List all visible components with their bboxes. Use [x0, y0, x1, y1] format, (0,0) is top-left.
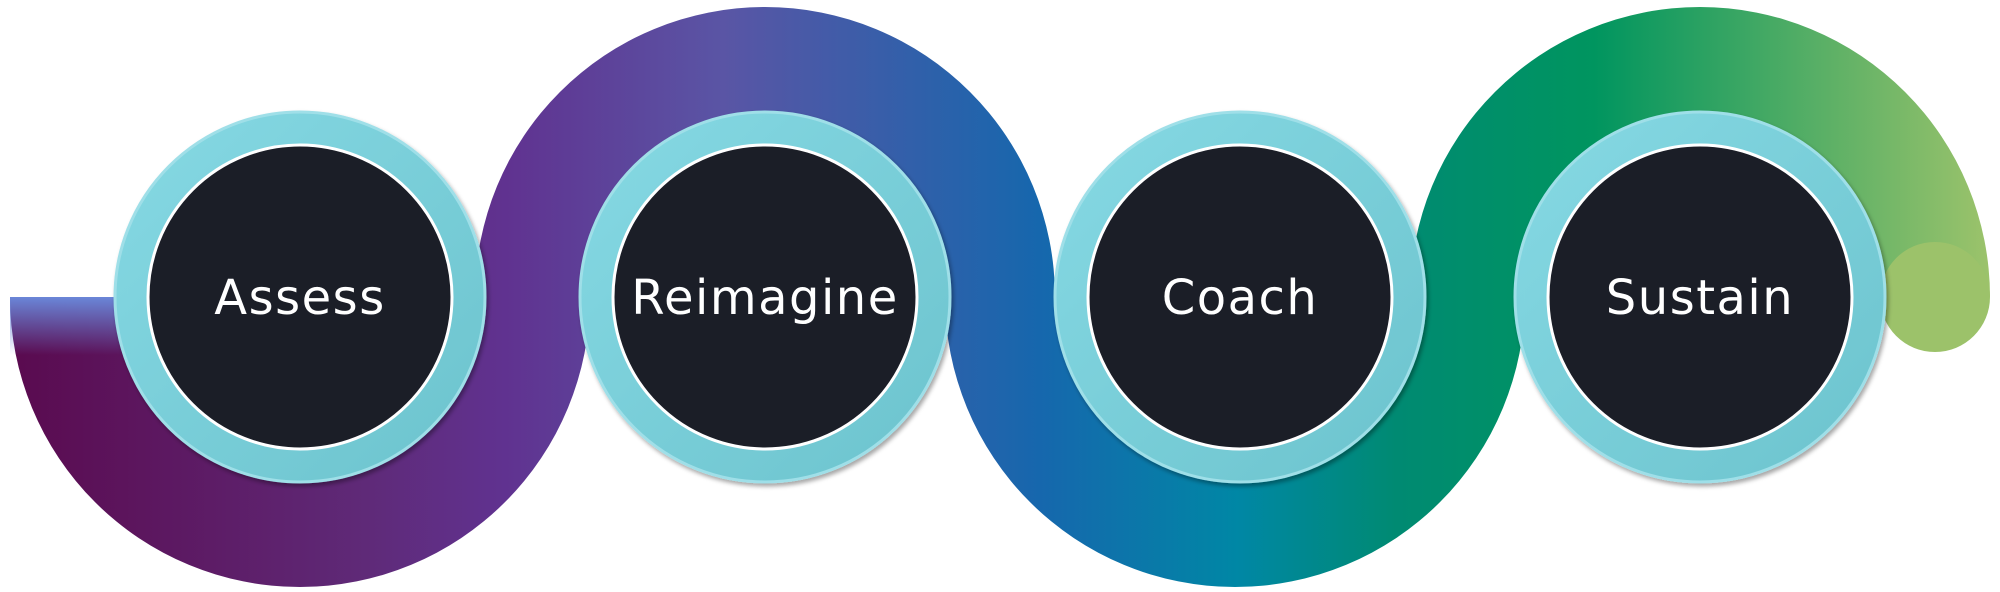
step-circle: [611, 143, 919, 451]
step-reimagine: Reimagine: [578, 110, 952, 484]
step-circle: [146, 143, 454, 451]
process-steps: Assess Reimagine Coach Sustain: [113, 110, 1887, 484]
step-sustain: Sustain: [1513, 110, 1887, 484]
ribbon-end-cap: [1880, 242, 1990, 352]
step-circle: [1086, 143, 1394, 451]
step-circle: [1546, 143, 1854, 451]
step-label: Sustain: [1606, 270, 1794, 326]
step-label: Assess: [214, 270, 385, 326]
step-assess: Assess: [113, 110, 487, 484]
step-coach: Coach: [1053, 110, 1427, 484]
step-label: Reimagine: [631, 270, 899, 326]
step-label: Coach: [1162, 270, 1319, 326]
